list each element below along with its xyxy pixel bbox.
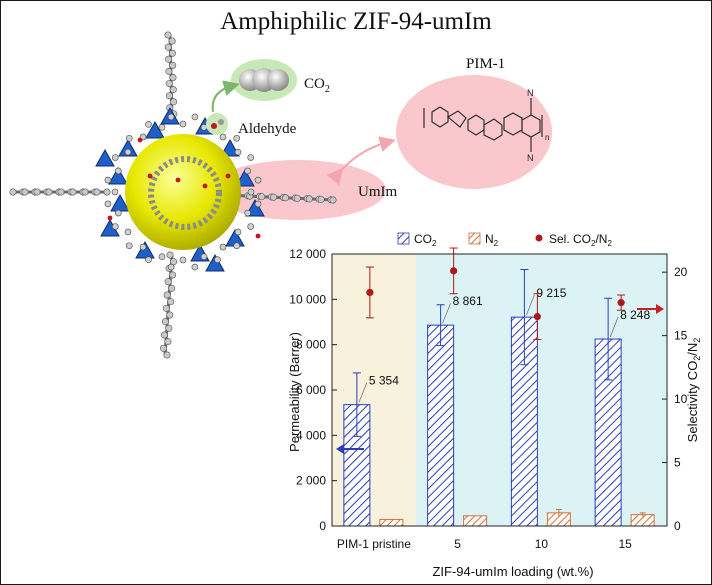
legend-sel-marker	[535, 234, 543, 242]
legend-sel-label: Sel. CO2/N2	[549, 232, 612, 248]
pim1-highlight	[396, 75, 552, 189]
aldehyde-label: Aldehyde	[238, 121, 297, 137]
co2-errorbar-2	[520, 269, 529, 366]
co2-label-leader-0	[358, 382, 368, 403]
pore-ring	[148, 156, 222, 230]
y2-axis-title: Selectivity CO2/N2	[685, 338, 702, 443]
selectivity-point-2	[533, 312, 541, 321]
co2-bar-1	[427, 324, 455, 527]
co2-errorbar-1	[436, 304, 445, 347]
selectivity-point-1	[450, 267, 458, 275]
left-axis-arrow	[336, 444, 364, 454]
y2-tick-label-1: 5	[674, 456, 681, 470]
x-tick-label-3: 15	[618, 537, 632, 551]
y-tick-label-4: 8 000	[296, 338, 326, 352]
co2-data-label-1: 8 861	[453, 294, 483, 308]
co2-errorbar-0	[352, 372, 361, 437]
umim-pim-arrow	[326, 136, 396, 186]
pim1-structure	[423, 98, 543, 152]
pim1-nitrile-top: N	[527, 88, 534, 98]
n2-bar-0	[379, 518, 404, 527]
pore-sphere	[125, 134, 241, 250]
n2-errorbar-2	[555, 508, 562, 517]
x-tick-label-1: 5	[454, 537, 461, 551]
co2-data-label-2: 9 215	[536, 286, 566, 300]
permeability-chart: 5 354 8 861 9 215 8 248 0 2 000 4 000 6 000 8 0…	[287, 232, 702, 579]
y-tick-label-0: 0	[319, 519, 326, 533]
right-axis-arrow	[637, 304, 664, 314]
legend-co2-swatch	[397, 232, 410, 245]
y-axis-title: Permeability (Barrer)	[287, 332, 302, 452]
x-axis-title: ZIF-94-umIm loading (wt.%)	[432, 564, 593, 579]
x-tick-label-2: 10	[535, 537, 549, 551]
legend-n2-label: N2	[485, 232, 499, 248]
y-tick-label-6: 12 000	[289, 247, 326, 261]
umim-label: UmIm	[358, 184, 397, 200]
figure-title: Amphiphilic ZIF-94-umIm	[220, 8, 492, 35]
co2-label-leader-2	[526, 294, 535, 316]
co2-data-label-3: 8 248	[620, 308, 650, 322]
aldehyde-highlight	[206, 113, 228, 135]
pim1-label: PIM-1	[466, 56, 505, 72]
selectivity-point-3	[617, 299, 625, 307]
y2-tick-label-0: 0	[674, 519, 681, 533]
co2-label-leader-1	[442, 303, 451, 324]
co2-data-label-0: 5 354	[369, 374, 399, 388]
n2-bar-1	[463, 515, 488, 527]
selectivity-point-0	[366, 288, 374, 297]
y-tick-label-1: 2 000	[296, 474, 326, 488]
y2-tick-label-4: 20	[674, 265, 688, 279]
co2-mol-label: CO	[304, 76, 325, 92]
co2-errorbar-3	[604, 297, 613, 381]
y2-tick-label-3: 15	[674, 329, 688, 343]
n2-errorbar-3	[639, 512, 646, 517]
aldehyde-co2-arrow	[211, 80, 240, 113]
legend-co2-label: CO2	[414, 232, 437, 248]
y-tick-label-5: 10 000	[289, 292, 326, 306]
x-tick-label-0: PIM-1 pristine	[337, 537, 411, 551]
aldehyde-atoms	[107, 137, 261, 239]
co2-label-leader-3	[609, 316, 619, 338]
pim1-repeat-n: n	[545, 133, 549, 142]
zif-framework-illustration: Aldehyde CO2 UmIm PIM-1 N N n	[9, 31, 552, 359]
svg-text:CO2: CO2	[304, 76, 330, 95]
legend-n2-swatch	[468, 232, 481, 245]
y2-tick-label-2: 10	[674, 392, 688, 406]
legend: CO2 N2 Sel. CO2/N2	[397, 232, 612, 248]
loaded-region	[415, 254, 667, 526]
y-tick-label-2: 4 000	[296, 428, 326, 442]
chain-atoms	[9, 31, 337, 359]
co2-mol-sub: 2	[325, 84, 330, 95]
y-tick-label-3: 6 000	[296, 383, 326, 397]
pim1-nitrile-bottom: N	[527, 153, 534, 163]
